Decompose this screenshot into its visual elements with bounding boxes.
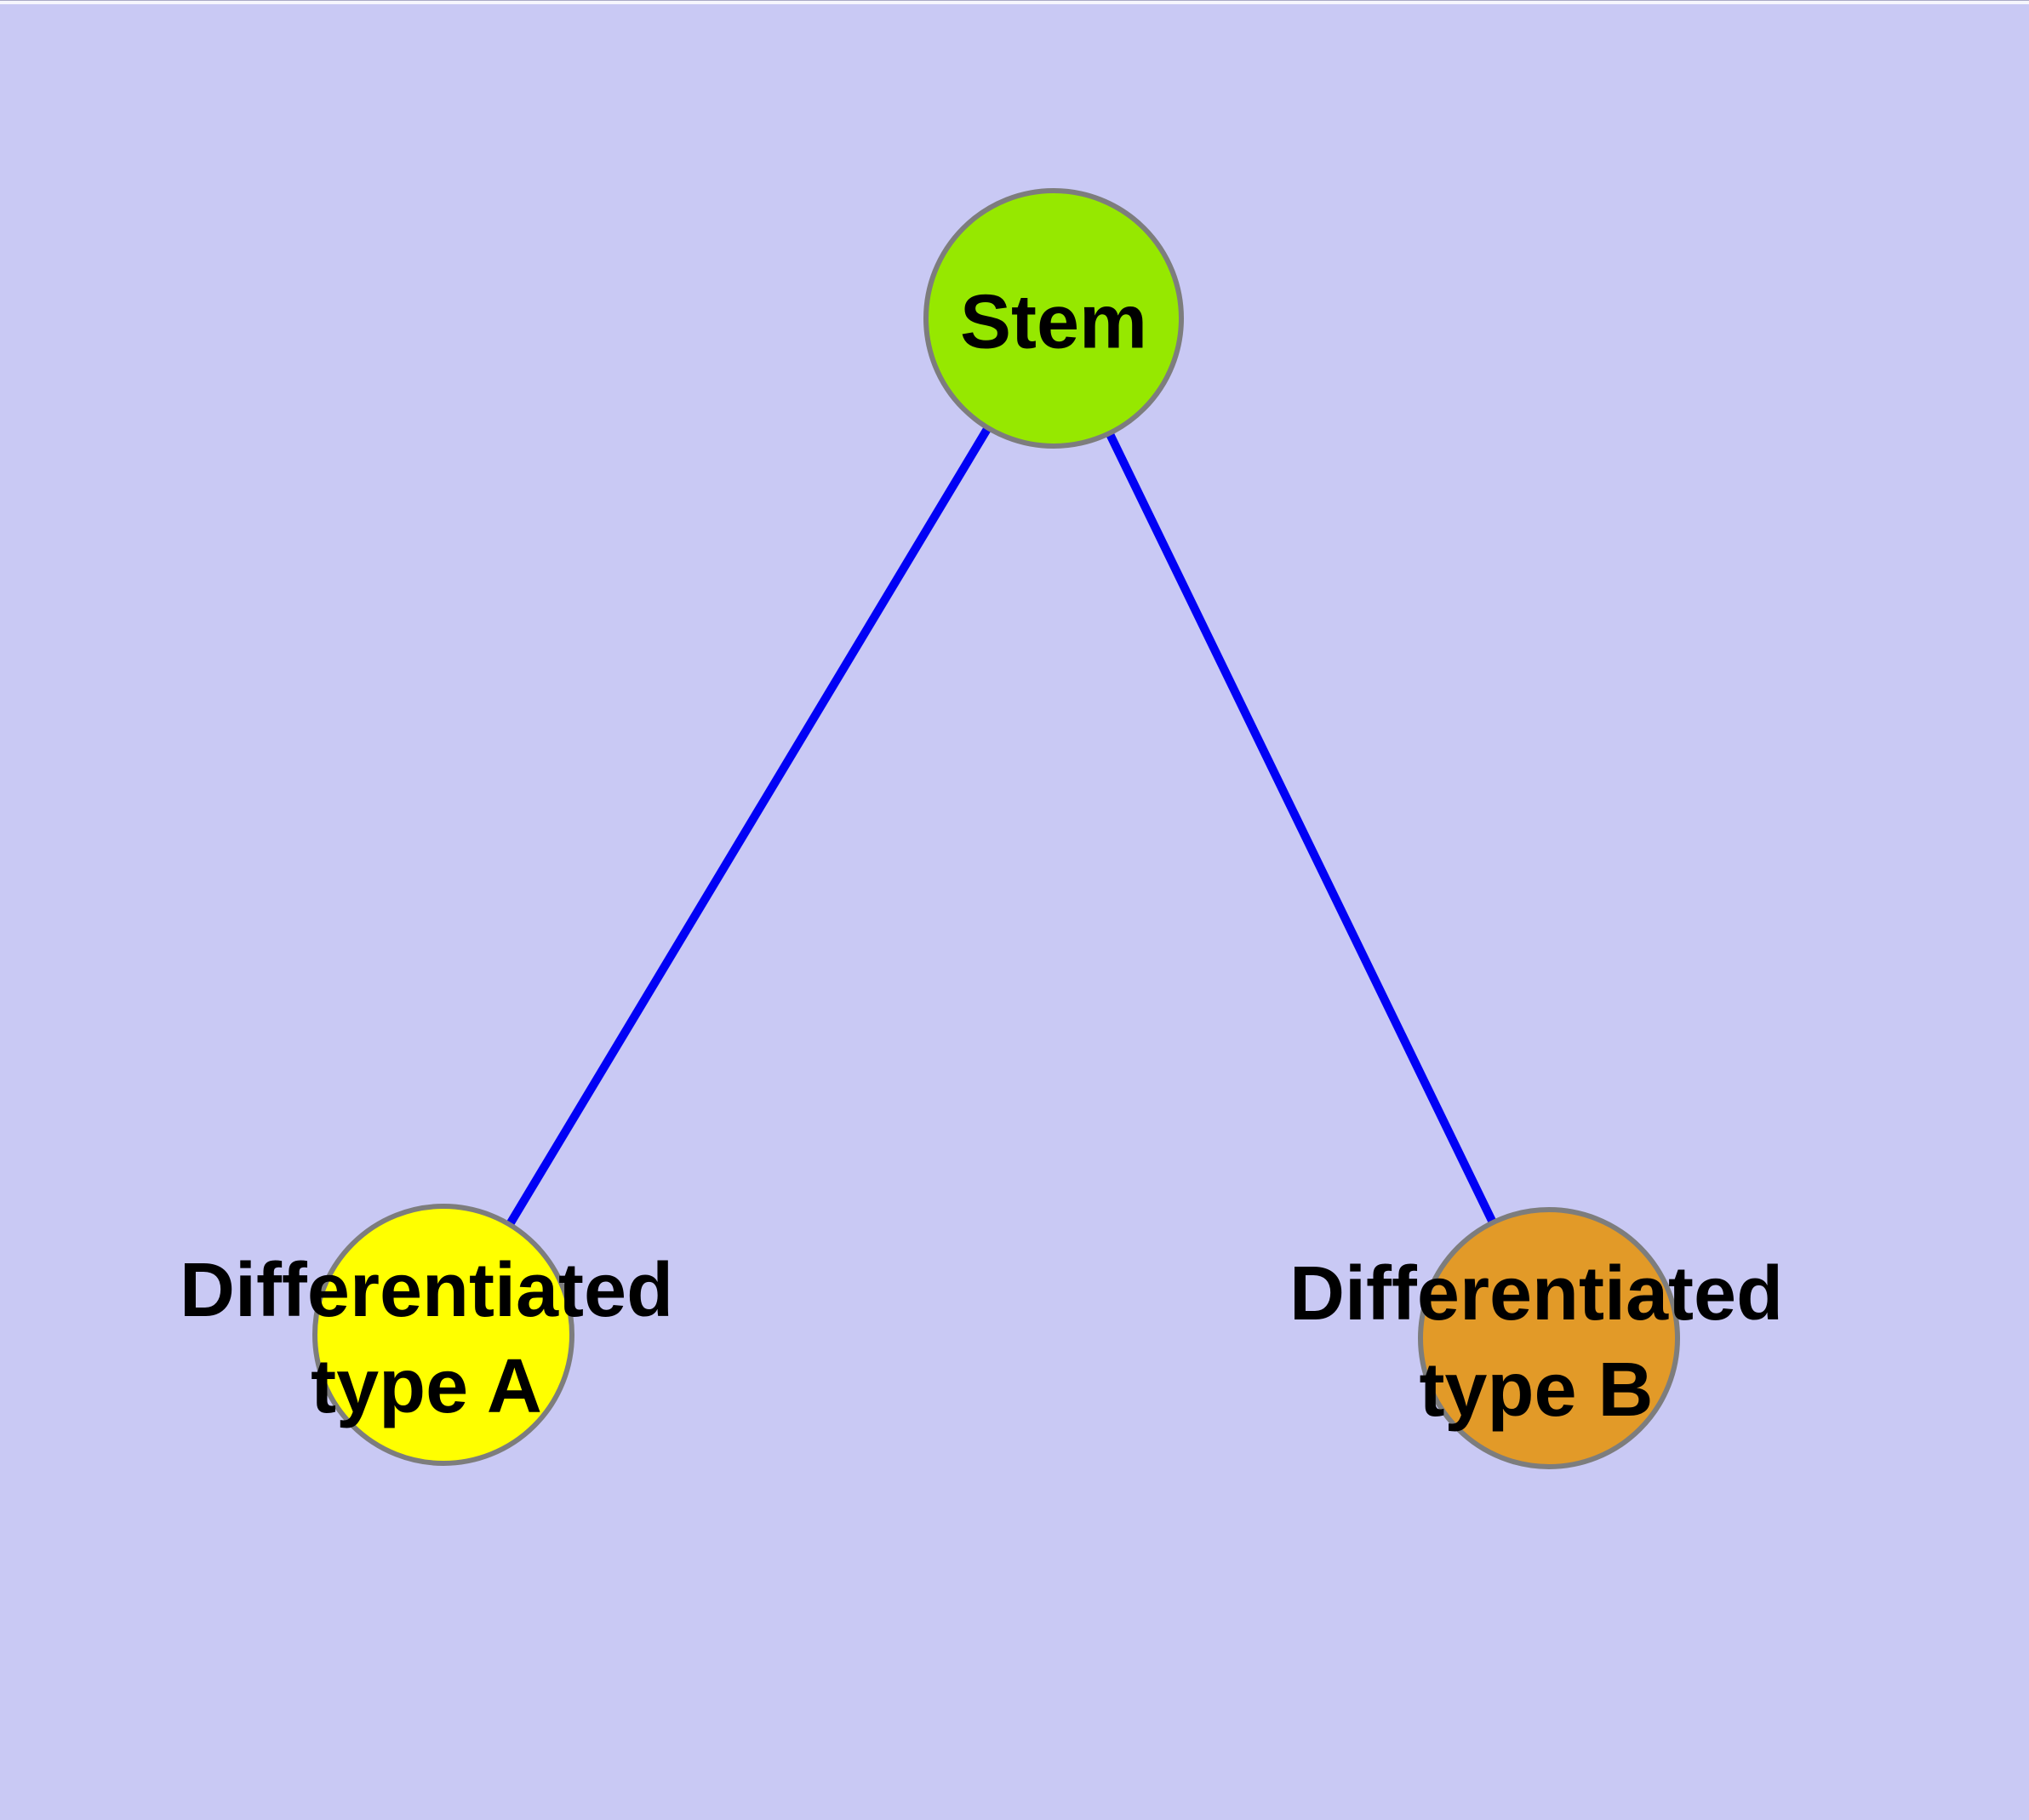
window-top-edge bbox=[0, 0, 2029, 4]
graph-edge-stem-type-a bbox=[439, 316, 1058, 1337]
graph-edge-stem-type-b bbox=[1049, 316, 1553, 1341]
node-differentiated-type-b[interactable] bbox=[1418, 1207, 1680, 1469]
node-differentiated-type-a[interactable] bbox=[312, 1204, 574, 1466]
node-stem[interactable] bbox=[923, 188, 1184, 449]
